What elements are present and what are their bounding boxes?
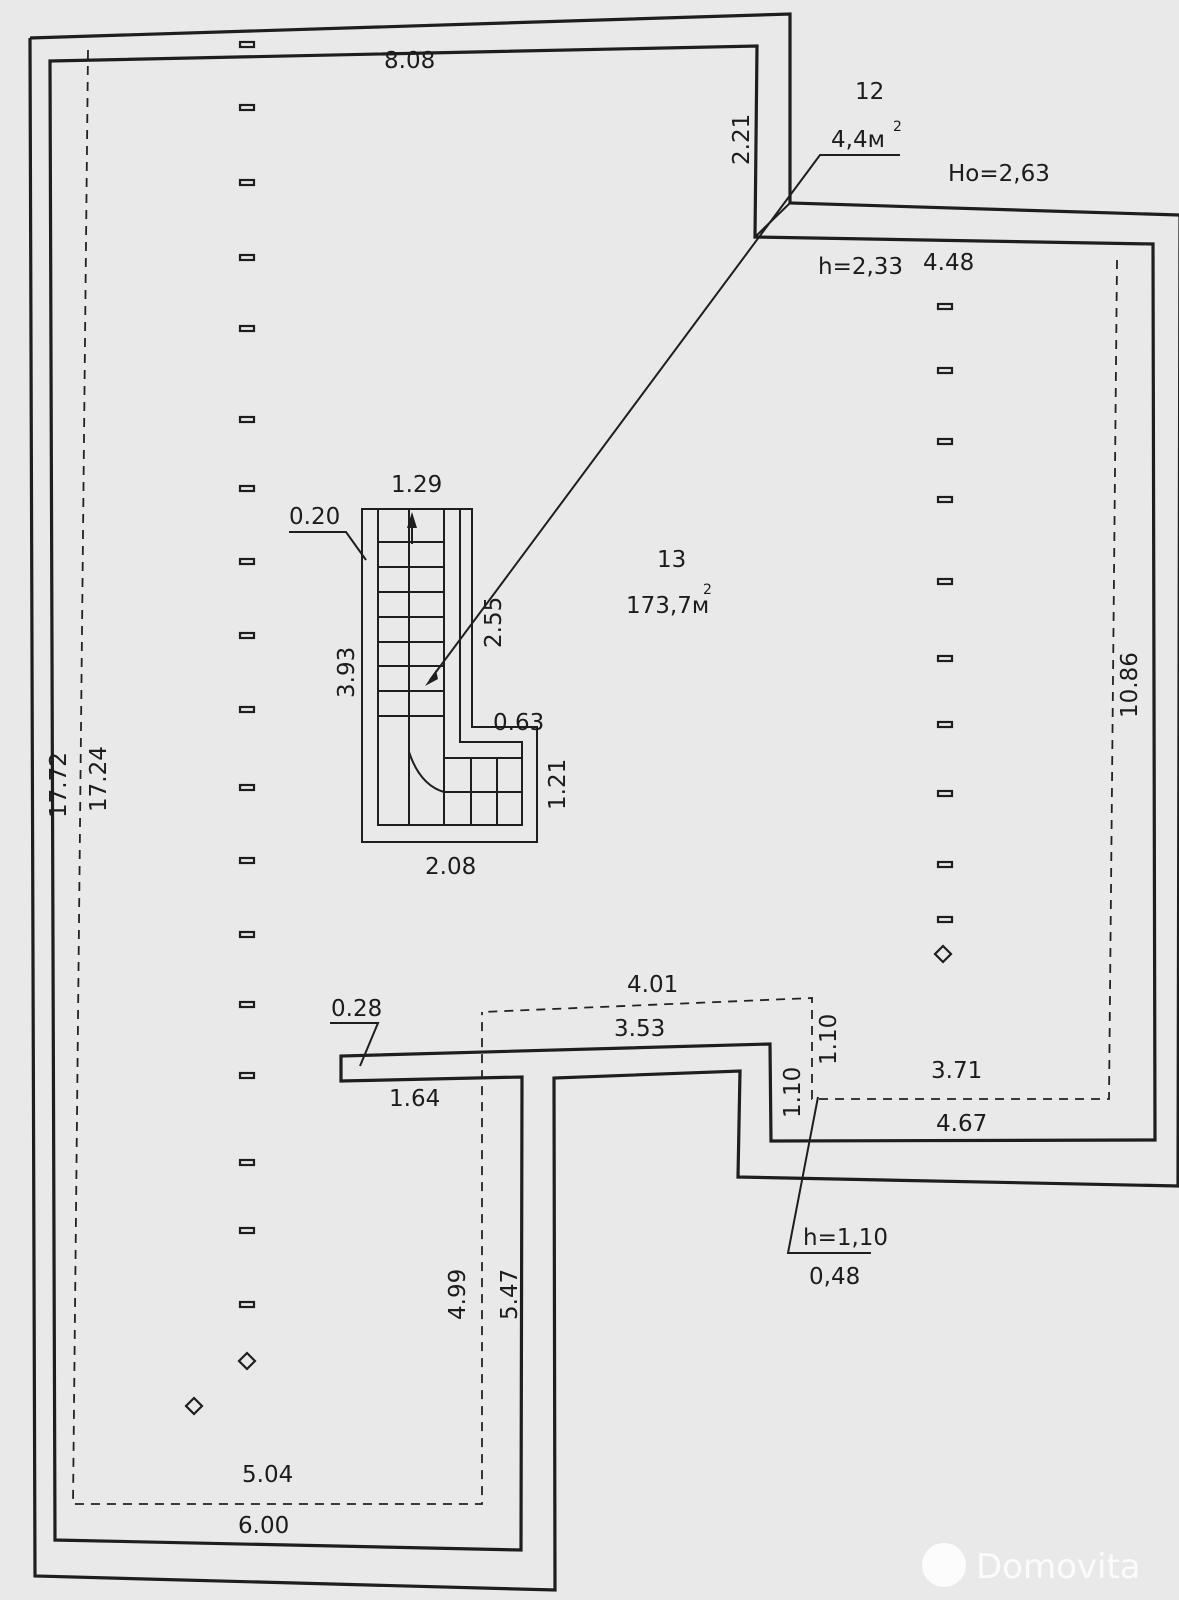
stair-landing-height: 1.21 — [545, 759, 571, 810]
stair-bottom-width: 2.08 — [425, 854, 476, 880]
room13-area-sup: 2 — [703, 582, 712, 598]
dim-left-inner: 17.24 — [86, 746, 112, 812]
stair-flight: 2.55 — [481, 597, 507, 648]
dim-ledge-wall: 0.28 — [331, 996, 382, 1022]
dim-ledge-top-inner: 3.53 — [614, 1016, 665, 1042]
room12-area: 4,4м — [831, 127, 885, 153]
room13-h: h=2,33 — [818, 254, 903, 280]
dim-bottom-left-outer: 6.00 — [238, 1513, 289, 1539]
leader-rail — [289, 531, 367, 561]
dim-ledge-top-outer: 4.01 — [627, 972, 678, 998]
leader-room12 — [429, 154, 900, 681]
dashed-zone-left — [72, 49, 483, 1505]
dim-top-left: 8.08 — [384, 48, 435, 74]
dim-ledge-length: 1.64 — [389, 1086, 440, 1112]
dim-step-b: 1.10 — [780, 1067, 806, 1118]
dim-lowzone-w: 0,48 — [809, 1264, 860, 1290]
dim-step-a: 1.10 — [816, 1014, 842, 1065]
ceiling-markers-left — [184, 40, 257, 1416]
room12-area-sup: 2 — [893, 119, 902, 135]
staircase — [361, 508, 538, 843]
watermark: Domovita — [922, 1543, 1141, 1587]
stair-rail: 0.20 — [289, 504, 340, 530]
dashed-zone-right — [481, 259, 1118, 1100]
dim-notch: 2.21 — [729, 114, 755, 165]
stair-width-top: 1.29 — [391, 472, 442, 498]
dim-left-outer: 17.72 — [46, 752, 72, 818]
room13-number: 13 — [657, 547, 686, 573]
room12-ho: Ho=2,63 — [948, 161, 1050, 187]
dim-bottom-right-outer: 4.67 — [936, 1111, 987, 1137]
leader-ledge — [330, 1022, 380, 1067]
dim-bottom-left-inner: 5.04 — [242, 1462, 293, 1488]
dim-lowzone-h: h=1,10 — [803, 1225, 888, 1251]
room13-area: 173,7м — [626, 593, 709, 619]
room12-number: 12 — [855, 79, 884, 105]
leader-lowzone — [786, 1096, 871, 1254]
outer-wall — [28, 12, 1179, 1592]
dim-corridor-outer: 5.47 — [497, 1269, 523, 1320]
watermark-text: Domovita — [976, 1547, 1141, 1587]
dim-right: 10.86 — [1117, 652, 1143, 718]
inner-wall — [48, 44, 1157, 1552]
dim-top-right: 4.48 — [923, 250, 974, 276]
dim-bottom-right-inner: 3.71 — [931, 1058, 982, 1084]
stair-landing: 0.63 — [493, 710, 544, 736]
stair-length: 3.93 — [334, 647, 360, 698]
dim-corridor-inner: 4.99 — [445, 1269, 471, 1320]
ceiling-markers-right — [933, 302, 954, 964]
